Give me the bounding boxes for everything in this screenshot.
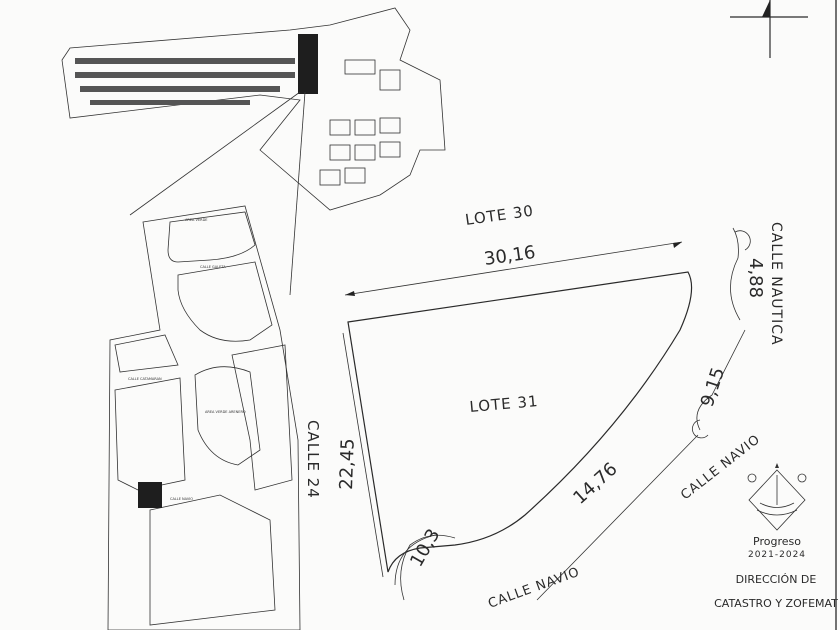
department-line-2: CATASTRO Y ZOFEMAT [714,597,838,610]
dimension-curve-bottom: 10,3 [406,525,444,570]
progreso-seal-logo [747,463,807,531]
lote-30-label: LOTE 30 [464,202,535,229]
street-calle-navio-lower: CALLE NAVIO [486,565,582,612]
inset-calle-galeta-label: CALLE GALETA [200,265,226,269]
dimension-diagonal: 14,76 [569,459,621,509]
seal-years: 2021-2024 [748,550,806,560]
street-calle-nautica: CALLE NAUTICA [768,222,784,346]
dimension-curve-right: 9,15 [697,365,729,410]
subdivision-inset: AREA VERDE CALLE GALETA CALLE CATAMARAN … [107,205,301,630]
dimension-lines [342,227,751,601]
dimension-left: 22,45 [336,438,359,490]
inset-area-verde-label: AREA VERDE [185,218,208,222]
north-arrow-icon [730,0,808,58]
street-calle-24: CALLE 24 [304,420,322,499]
department-line-1: DIRECCIÓN DE [736,573,817,586]
lot-31-boundary [347,271,693,573]
inset-area-verde-arenero-label: AREA VERDE ARENERO [205,410,246,414]
location-map [61,7,446,296]
seal-name: Progreso [753,535,801,548]
inset-calle-navio-label: CALLE NAVIO [170,497,193,501]
lote-31-label: LOTE 31 [469,392,539,416]
dimension-curve-top: 4,88 [745,258,766,298]
inset-calle-catamaran-label: CALLE CATAMARAN [128,377,162,381]
